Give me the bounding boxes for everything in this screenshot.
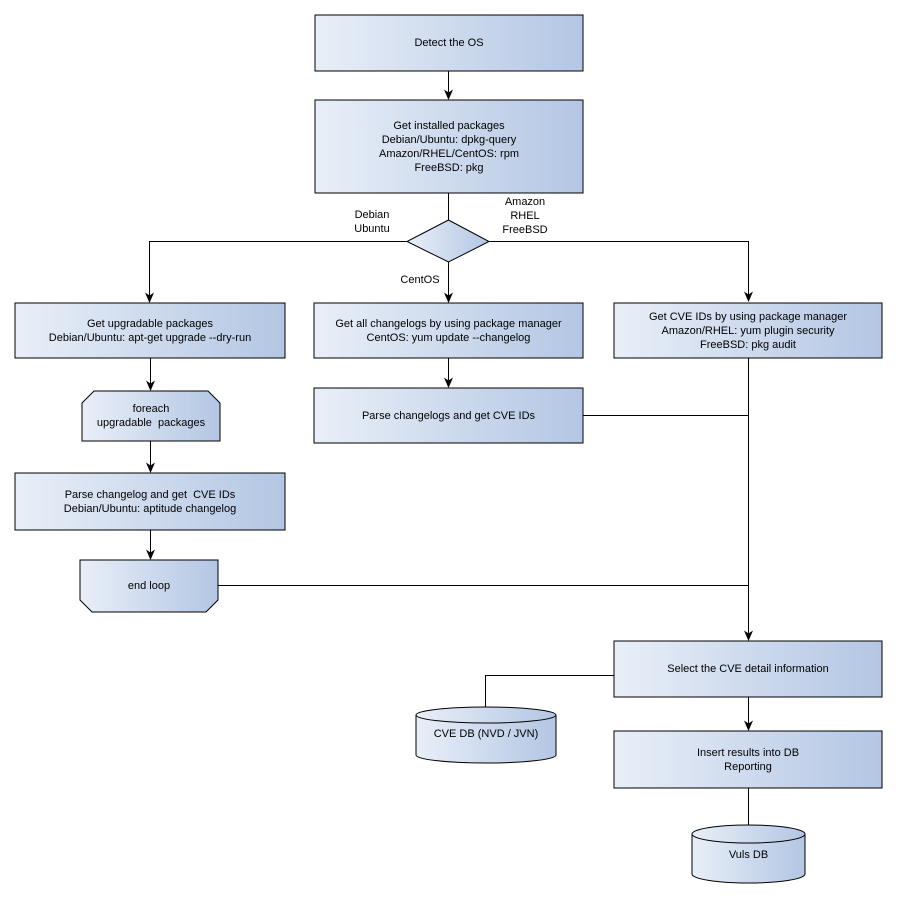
arrow-into-insert	[744, 720, 753, 731]
node-foreach-loop	[81, 390, 221, 442]
edge-decision-left	[149, 241, 407, 298]
edge-select-to-cvedb	[485, 675, 614, 709]
arrow-into-select	[744, 630, 753, 641]
arrow-into-upgradable	[145, 292, 154, 303]
node-end-loop	[79, 559, 219, 613]
arrow-into-getcveids	[744, 291, 753, 302]
vuls-db-top	[691, 824, 806, 844]
arrowheads	[145, 89, 753, 731]
arrow-into-parse-left	[146, 462, 155, 473]
node-detect-os	[314, 14, 584, 72]
arrow-into-endloop	[146, 549, 155, 560]
node-shapes	[14, 14, 883, 789]
node-cve-db-cylinder	[415, 706, 557, 764]
node-get-changelogs	[313, 302, 584, 359]
node-get-cve-ids	[613, 302, 883, 359]
cve-db-top	[415, 706, 557, 724]
node-select-cve	[613, 640, 883, 698]
node-decision-diamond	[405, 219, 491, 263]
node-vuls-db-cylinder	[691, 824, 806, 884]
arrow-into-changelogs	[444, 292, 453, 303]
edge-decision-right	[489, 241, 749, 297]
node-parse-changelog-left	[14, 472, 286, 531]
arrow-into-foreach	[146, 380, 155, 391]
connector-lines	[149, 71, 749, 827]
arrow-into-installed	[444, 89, 453, 100]
node-insert-results	[613, 730, 883, 789]
node-get-upgradable	[14, 302, 286, 359]
node-parse-changelogs-mid	[313, 387, 584, 444]
node-get-installed	[314, 99, 584, 194]
